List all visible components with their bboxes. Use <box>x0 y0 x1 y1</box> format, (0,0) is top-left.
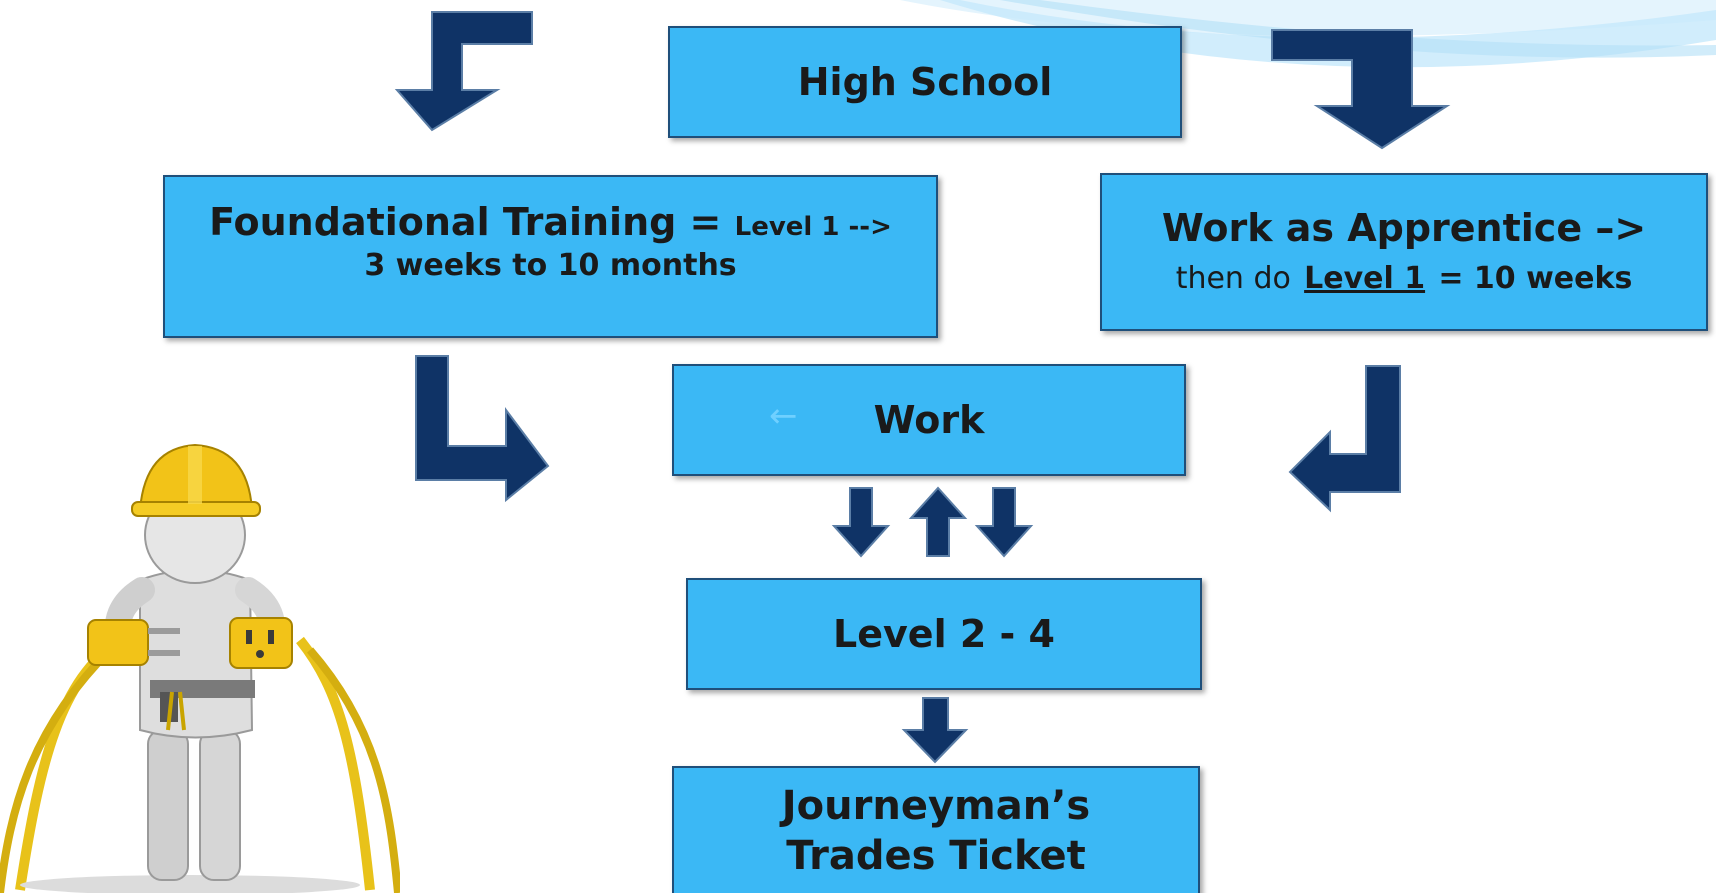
level-2-4-label: Level 2 - 4 <box>833 612 1055 656</box>
high-school-box: High School <box>668 26 1182 138</box>
work-label: Work <box>873 398 985 442</box>
journeyman-line-2: Trades Ticket <box>786 833 1086 879</box>
journeyman-line-1: Journeyman’s <box>781 783 1091 829</box>
construction-worker-figure <box>0 443 400 893</box>
arrow-work-to-level-2 <box>974 487 1034 558</box>
foundational-duration: 3 weeks to 10 months <box>364 247 737 283</box>
electrical-socket-icon <box>229 617 293 669</box>
level-2-4-box: Level 2 - 4 <box>686 578 1202 690</box>
apprentice-level: Level 1 <box>1304 261 1426 296</box>
arrow-work-to-level-1 <box>831 487 891 558</box>
arrow-to-apprentice <box>1271 29 1451 150</box>
apprentice-box: Work as Apprentice –> then do Level 1 = … <box>1100 173 1708 331</box>
high-school-label: High School <box>797 60 1053 104</box>
journeyman-box: Journeyman’s Trades Ticket <box>672 766 1200 893</box>
arrow-apprentice-to-work <box>1288 365 1401 513</box>
apprentice-then-do: then do <box>1175 261 1291 296</box>
foundational-title: Foundational Training = <box>209 200 722 244</box>
arrow-to-foundational <box>394 11 533 132</box>
apprentice-duration: = 10 weeks <box>1438 261 1633 296</box>
foundational-level-note: Level 1 --> <box>734 212 892 242</box>
electrical-plug-icon <box>87 619 180 666</box>
arrow-foundational-to-work <box>415 355 550 503</box>
faint-left-arrow-icon: ← <box>769 396 798 436</box>
work-box: ← Work <box>672 364 1186 476</box>
foundational-training-box: Foundational Training = Level 1 --> 3 we… <box>163 175 938 338</box>
arrow-level-to-journeyman <box>901 697 969 764</box>
arrow-level-to-work <box>908 486 968 557</box>
apprentice-title: Work as Apprentice –> <box>1161 205 1647 250</box>
